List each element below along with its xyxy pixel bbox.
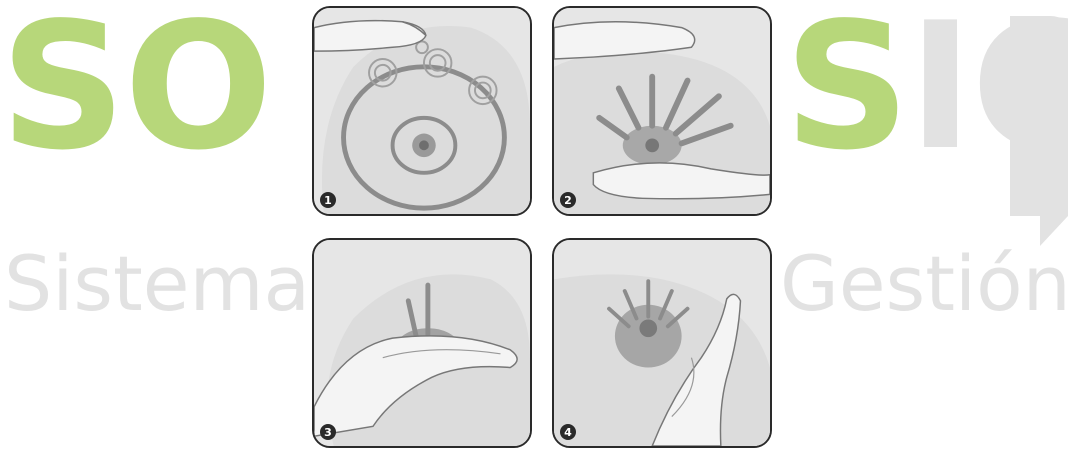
breast-circular-massage-illustration	[314, 8, 530, 214]
logo-accent-letter: S	[784, 0, 908, 189]
step-panel-4: 4	[552, 238, 772, 448]
step-number-3: 3	[320, 424, 336, 440]
step-number-4: 4	[560, 424, 576, 440]
step-panel-1: 1	[312, 6, 532, 216]
step-number-1: 1	[320, 192, 336, 208]
logo-subtitle-right: Gestión	[780, 246, 1068, 322]
logo-subtitle-left: Sistema	[4, 246, 310, 322]
step-panel-2: 2	[552, 6, 772, 216]
illustration-grid: 1 2	[312, 6, 774, 450]
breast-finger-compression-illustration	[554, 240, 770, 446]
step-panel-3: 3	[312, 238, 532, 448]
step-number-2: 2	[560, 192, 576, 208]
speech-bubble-icon	[1010, 16, 1068, 246]
breast-cupping-hand-illustration	[314, 240, 530, 446]
logo-left-letters: SO	[0, 0, 271, 175]
breast-radial-stroke-illustration	[554, 8, 770, 214]
